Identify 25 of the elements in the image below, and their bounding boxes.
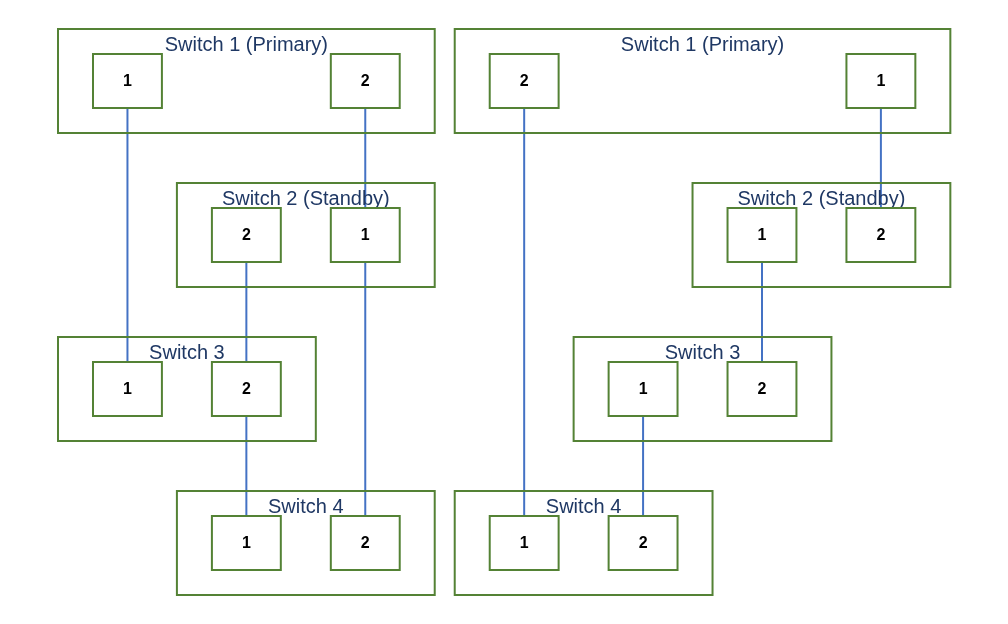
node-box: 1 [726,207,798,263]
connector [126,107,129,363]
connector [364,107,367,209]
node-box: 2 [210,361,282,417]
node-box: 2 [329,515,401,571]
node-box: 1 [845,53,917,109]
connector [523,107,525,517]
node-box: 1 [210,515,282,571]
connector [245,261,248,363]
connector [641,415,644,517]
node-box: 2 [488,53,560,109]
node-box: 1 [329,207,401,263]
connector [879,107,882,209]
node-box: 2 [845,207,917,263]
node-box: 2 [726,361,798,417]
connector [245,415,248,517]
node-box: 1 [488,515,560,571]
node-box: 1 [91,361,163,417]
node-box: 1 [607,361,679,417]
node-box: 2 [329,53,401,109]
node-box: 1 [91,53,163,109]
connector [760,261,763,363]
connector [364,261,367,517]
node-box: 2 [210,207,282,263]
node-box: 2 [607,515,679,571]
